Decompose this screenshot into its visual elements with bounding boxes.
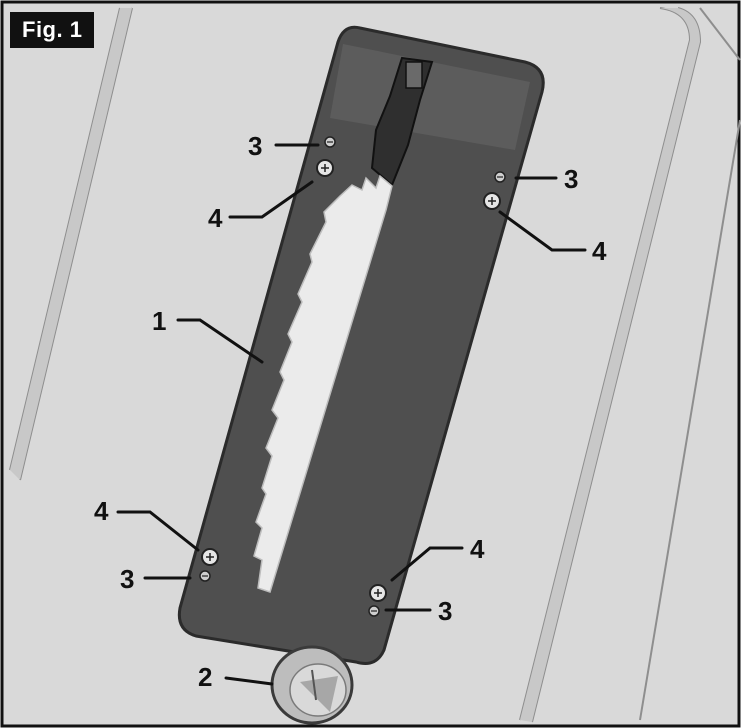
leader-4d: [390, 546, 464, 582]
riving-knife: [370, 56, 434, 187]
screw-3-top-left: [324, 136, 336, 148]
leader-lines: [116, 143, 587, 686]
screw-3-bottom-right: [368, 605, 380, 617]
knife-latch: [405, 61, 423, 89]
screw-4-top-right: [483, 192, 501, 210]
callout-4-top-left: 4: [208, 203, 223, 233]
screws: [199, 136, 506, 617]
screw-3-top-right: [494, 171, 506, 183]
leader-2: [224, 676, 274, 686]
callout-4-top-right: 4: [592, 236, 607, 266]
screw-4-bottom-right: [369, 584, 387, 602]
figure-label: Fig. 1: [10, 12, 95, 48]
table-edge-shading: [10, 8, 700, 722]
leader-1: [176, 318, 264, 364]
saw-blade: [253, 174, 393, 593]
finger-pull: [270, 645, 354, 725]
callout-4-bottom-left: 4: [94, 496, 109, 526]
screw-4-top-left: [316, 159, 334, 177]
callout-2: 2: [198, 662, 212, 692]
callout-3-top-left: 3: [248, 131, 262, 161]
callout-4-bottom-right: 4: [470, 534, 485, 564]
callout-3-top-right: 3: [564, 164, 578, 194]
callout-1: 1: [152, 306, 166, 336]
leader-4c: [116, 510, 200, 552]
callout-numbers: 3 4 3 4 1 4 3 4 3 2: [94, 131, 607, 692]
leader-4b: [498, 210, 587, 252]
callout-3-bottom-right: 3: [438, 596, 452, 626]
screw-4-bottom-left: [201, 548, 219, 566]
screw-3-bottom-left: [199, 570, 211, 582]
callout-3-bottom-left: 3: [120, 564, 134, 594]
leader-4a: [228, 180, 314, 219]
